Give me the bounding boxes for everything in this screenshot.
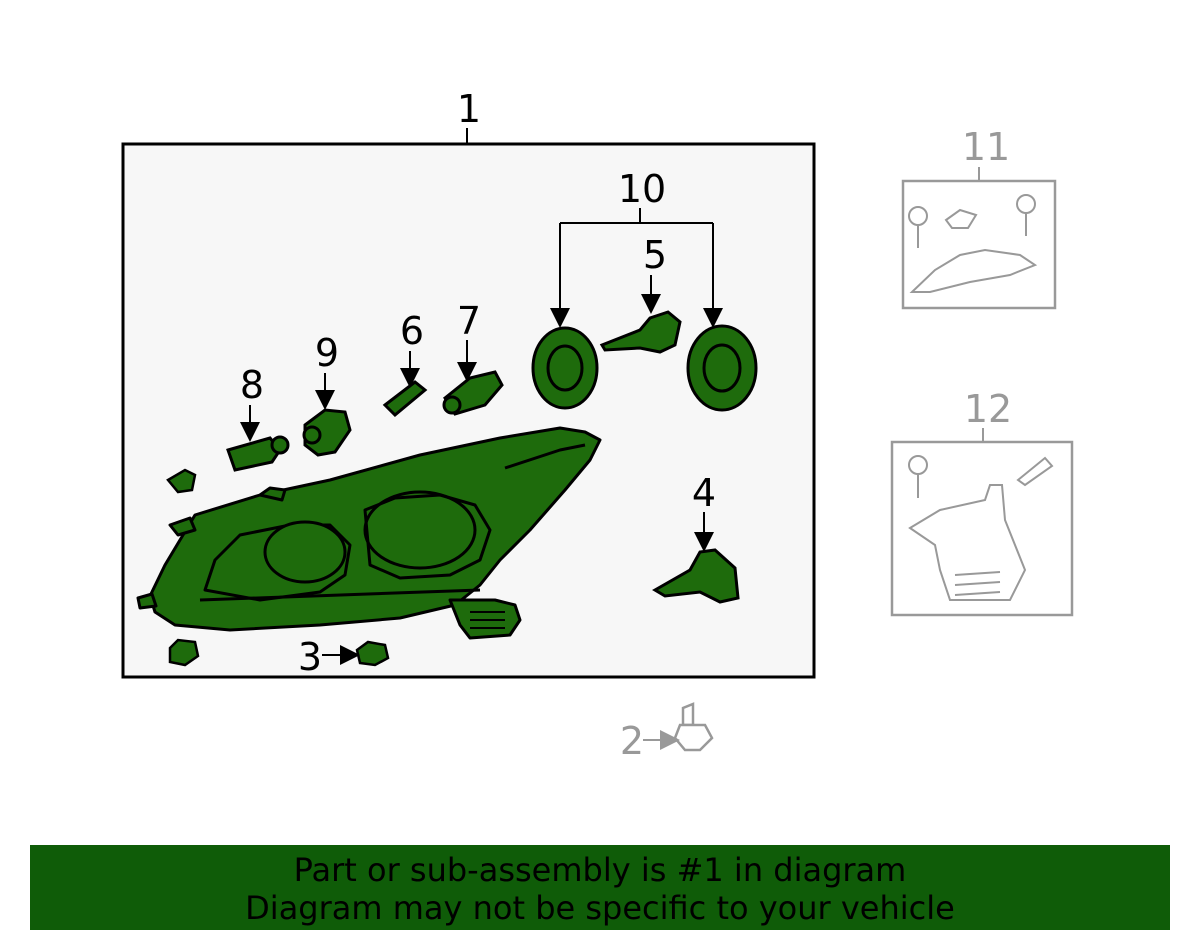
info-banner: Part or sub-assembly is #1 in diagram Di…: [30, 845, 1170, 930]
callout-10: 10: [618, 167, 666, 211]
kit-12-parts[interactable]: [908, 455, 1054, 601]
clip-part-2[interactable]: [673, 702, 714, 752]
kit-11-parts[interactable]: [908, 194, 1038, 293]
bulb-part-6[interactable]: [382, 380, 428, 418]
clip-left-upper[interactable]: [166, 468, 197, 494]
dust-cap-right[interactable]: [686, 324, 758, 412]
callout-9: 9: [315, 331, 339, 375]
callout-7: 7: [457, 299, 481, 343]
callout-4: 4: [692, 471, 716, 515]
socket-part-9[interactable]: [302, 408, 352, 457]
bracket-part-10: [550, 208, 723, 328]
callout-6: 6: [400, 309, 424, 353]
callout-12: 12: [964, 387, 1012, 431]
callout-3: 3: [298, 635, 322, 679]
callout-11: 11: [962, 125, 1010, 169]
callout-1: 1: [457, 87, 481, 131]
callout-2: 2: [620, 719, 644, 763]
banner-line-2: Diagram may not be specific to your vehi…: [245, 889, 955, 927]
headlamp-housing[interactable]: [136, 426, 602, 640]
callout-8: 8: [240, 363, 264, 407]
socket-part-7[interactable]: [442, 370, 504, 416]
clip-part-3[interactable]: [355, 640, 390, 667]
clip-left-lower[interactable]: [168, 638, 200, 667]
dust-cap-left[interactable]: [531, 326, 599, 410]
bulb-part-4[interactable]: [652, 548, 740, 604]
banner-line-1: Part or sub-assembly is #1 in diagram: [293, 851, 907, 889]
bulb-part-8[interactable]: [226, 435, 290, 472]
bulb-part-5[interactable]: [599, 310, 682, 354]
callout-5: 5: [643, 233, 667, 277]
